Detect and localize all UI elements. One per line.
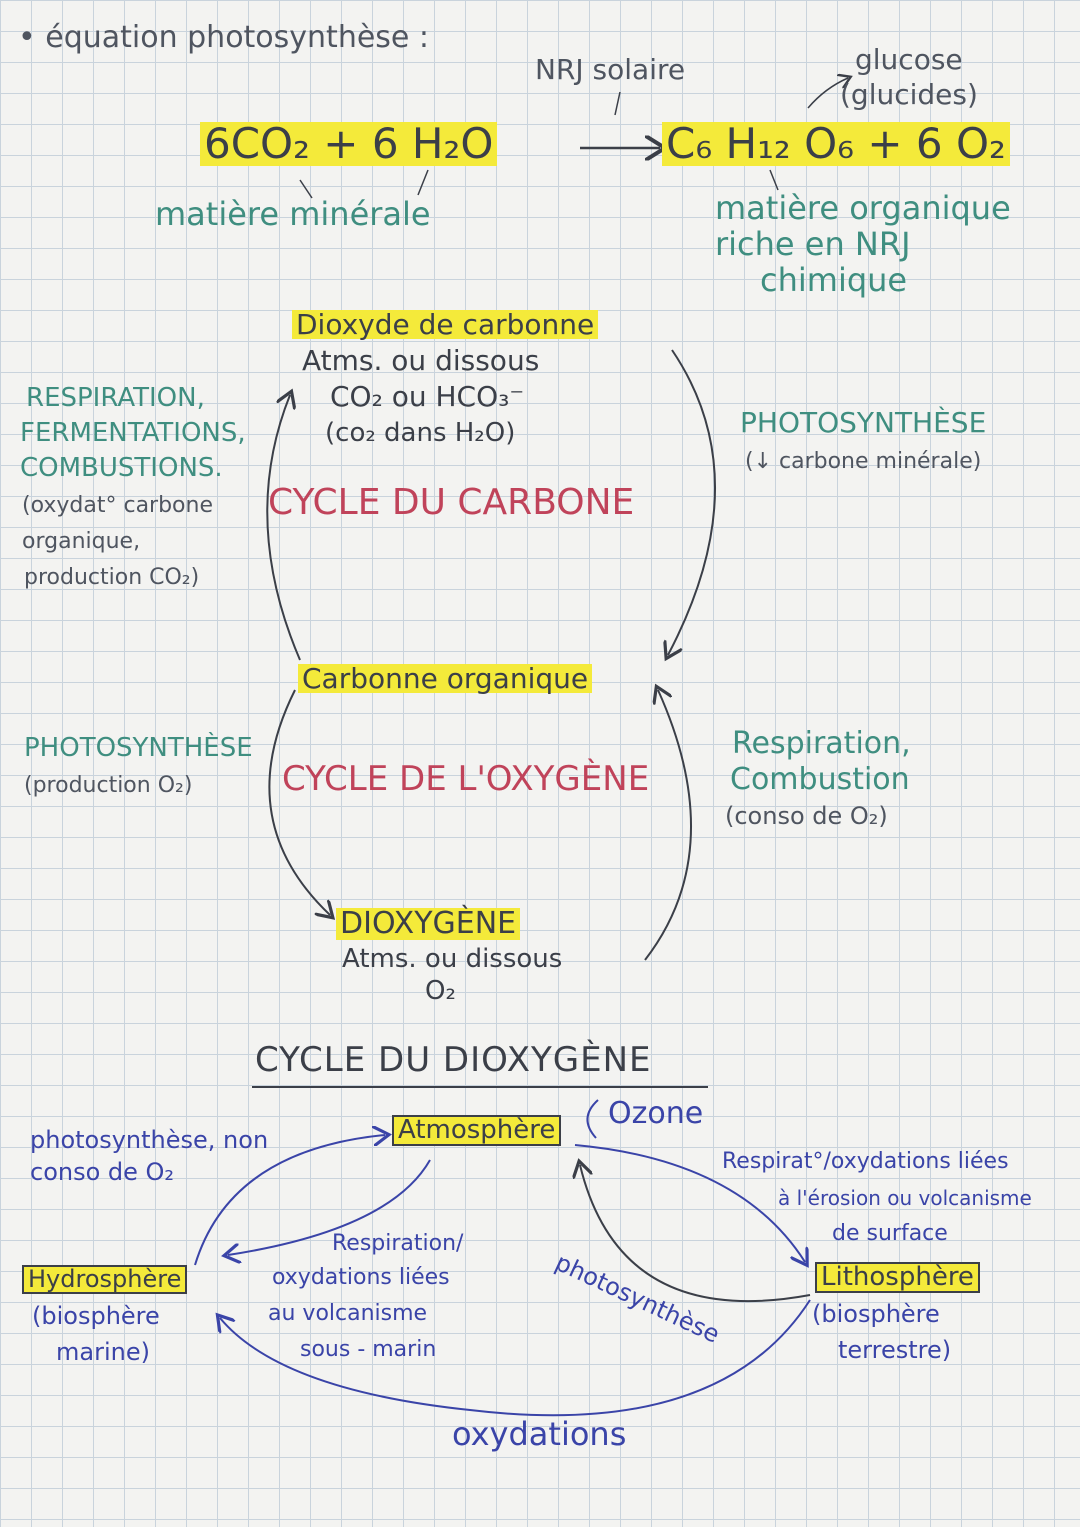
oxygen-left-label-1: PHOTOSYNTHÈSE: [24, 733, 253, 763]
atmo-to-litho-label-3: de surface: [832, 1221, 948, 1246]
glucides-label: (glucides): [840, 78, 978, 111]
carbon-left-label-4: (oxydat° carbone: [22, 493, 213, 518]
mineral-matter-label: matière minérale: [155, 195, 431, 233]
hydrosphere-sub-1: (biosphère: [32, 1302, 160, 1330]
mineral-tick-1: [299, 179, 313, 199]
ozone-bracket: [586, 1099, 599, 1139]
lithosphere-node: Lithosphère: [815, 1262, 980, 1294]
hydro-to-atmo-label-2: conso de O₂: [30, 1158, 175, 1186]
center-label-1: Respiration/: [332, 1231, 464, 1256]
center-label-3: au volcanisme: [268, 1301, 428, 1326]
organic-matter-label-2: riche en NRJ: [715, 225, 911, 263]
ozone-label: Ozone: [608, 1096, 704, 1131]
hydrosphere-node: Hydrosphère: [22, 1265, 188, 1295]
hydro-to-atmo-label-1: photosynthèse, non: [30, 1126, 269, 1154]
carbon-left-label-2: FERMENTATIONS,: [20, 418, 246, 448]
atmo-to-litho-label-2: à l'érosion ou volcanisme: [778, 1186, 1032, 1210]
oxidations-label: oxydations: [452, 1415, 627, 1453]
co2-node-line3: CO₂ ou HCO₃⁻: [330, 380, 525, 413]
organic-matter-label-1: matière organique: [715, 189, 1011, 227]
carbon-cycle-title: CYCLE DU CARBONE: [268, 482, 635, 523]
carbon-left-label-5: organique,: [22, 529, 141, 554]
co2-node-line2: Atms. ou dissous: [302, 344, 540, 377]
carbon-left-label-6: production CO₂): [24, 565, 200, 590]
co2-node-title: Dioxyde de carbonne: [292, 310, 599, 339]
carbon-left-label-3: COMBUSTIONS.: [20, 453, 223, 483]
co2-node-line4: (co₂ dans H₂O): [325, 418, 516, 448]
equation-reactants: 6CO₂ + 6 H₂O: [200, 121, 498, 167]
litho-to-atmo-arrow: [580, 1165, 811, 1303]
carbon-right-arrow: [668, 349, 716, 655]
energy-tick: [614, 91, 621, 116]
dioxygen-node-title: DIOXYGÈNE: [336, 908, 521, 940]
glucose-arrow: [807, 78, 848, 109]
oxygen-right-label-3: (conso de O₂): [725, 802, 888, 830]
energy-label: NRJ solaire: [535, 53, 686, 86]
organic-carbon-node: Carbonne organique: [298, 664, 593, 693]
atmo-to-litho-arrow: [574, 1144, 805, 1262]
glucose-label: glucose: [855, 43, 963, 76]
atmosphere-node: Atmosphère: [392, 1115, 562, 1147]
oxygen-right-label-2: Combustion: [730, 762, 910, 797]
dioxygen-cycle-title: CYCLE DU DIOXYGÈNE: [255, 1040, 652, 1080]
organic-tick: [769, 169, 779, 191]
organic-matter-label-3: chimique: [760, 261, 908, 299]
hydro-to-atmo-arrow: [194, 1135, 385, 1266]
carbon-left-label-1: RESPIRATION,: [26, 383, 205, 413]
carbon-left-arrow: [266, 395, 301, 661]
carbon-right-label-2: (↓ carbone minérale): [745, 449, 982, 474]
atmo-to-hydro-arrow: [228, 1159, 431, 1255]
atmo-to-litho-label-1: Respirat°/oxydations liées: [722, 1149, 1009, 1174]
center-label-4: sous - marin: [300, 1337, 437, 1362]
dioxygen-node-line2: Atms. ou dissous: [342, 944, 563, 974]
oxygen-cycle-title: CYCLE DE L'OXYGÈNE: [282, 759, 650, 799]
hydro-litho-bottom-arrow: [220, 1299, 811, 1417]
oxygen-left-arrow: [268, 689, 330, 915]
carbon-right-label-1: PHOTOSYNTHÈSE: [740, 406, 987, 439]
lithosphere-sub-2: terrestre): [838, 1336, 952, 1364]
oxygen-left-label-2: (production O₂): [24, 773, 193, 798]
center-label-2: oxydations liées: [272, 1265, 450, 1290]
lithosphere-sub-1: (biosphère: [812, 1300, 940, 1328]
oxygen-right-arrow: [644, 690, 692, 961]
hydrosphere-sub-2: marine): [56, 1338, 150, 1366]
equation-products: C₆ H₁₂ O₆ + 6 O₂: [662, 121, 1010, 167]
mineral-tick-2: [417, 169, 429, 196]
oxygen-right-label-1: Respiration,: [732, 726, 911, 761]
dioxygen-node-line3: O₂: [425, 976, 456, 1006]
equation-title: • équation photosynthèse :: [18, 20, 430, 55]
